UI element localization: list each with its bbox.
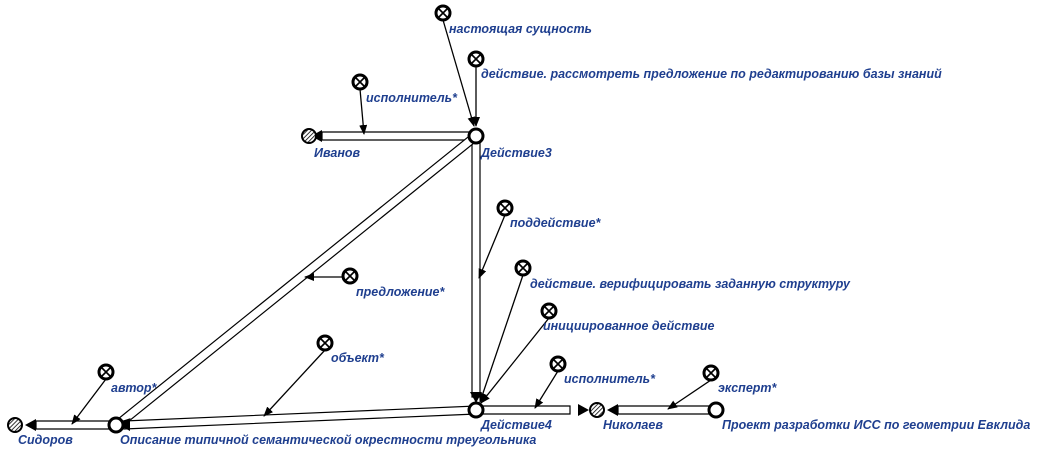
arc-deystvie4-nikolaev xyxy=(475,405,571,415)
labels: настоящая сущность действие. рассмотреть… xyxy=(18,22,1030,447)
role-node-rassmotret xyxy=(467,50,485,68)
arrowhead-sidorov xyxy=(25,419,36,431)
arc-deystvie4-opisanie xyxy=(123,405,477,430)
edge-obekt xyxy=(263,349,326,417)
arc-opisanie-sidorov xyxy=(35,420,115,430)
label-avtor: автор* xyxy=(111,381,158,395)
role-nodes xyxy=(97,4,720,382)
role-node-avtor xyxy=(97,363,115,381)
edge-nastoyashchaya xyxy=(442,19,476,127)
label-iniciirovannoe: инициированное действие xyxy=(543,319,715,333)
role-node-ispolnitel1 xyxy=(351,73,369,91)
arc-proekt-nikolaev xyxy=(617,405,717,415)
node-nikolaev xyxy=(589,402,605,418)
edge-verificirovat xyxy=(479,274,524,403)
arrowhead-deystvie4 xyxy=(470,392,482,403)
label-opisanie: Описание типичной семантической окрестно… xyxy=(120,433,536,447)
label-deystvie4: Действие4 xyxy=(480,418,552,432)
arc-deystvie3-opisanie xyxy=(117,132,480,426)
node-deystvie3 xyxy=(467,127,485,145)
arc-deystvie3-ivanov xyxy=(321,131,477,141)
label-ispolnitel1: исполнитель* xyxy=(366,91,458,105)
node-deystvie4 xyxy=(467,401,485,419)
role-node-verificirovat xyxy=(514,259,532,277)
node-opisanie xyxy=(107,416,125,434)
label-ivanov: Иванов xyxy=(314,146,361,160)
node-proekt xyxy=(707,401,725,419)
edge-ekspert xyxy=(667,379,712,410)
label-poddeystvie: поддействие* xyxy=(510,216,602,230)
edge-ispolnitel1 xyxy=(359,88,368,135)
arrowhead-nikolaev-right xyxy=(607,404,618,416)
label-deystvie3: Действие3 xyxy=(480,146,552,160)
label-predlozhenie: предложение* xyxy=(356,285,445,299)
role-node-obekt xyxy=(316,334,334,352)
arc-deystvie3-deystvie4 xyxy=(471,135,481,398)
role-node-poddeystvie xyxy=(496,199,514,217)
label-rassmotret: действие. рассмотреть предложение по ред… xyxy=(481,67,942,81)
arrowhead-nikolaev xyxy=(578,404,589,416)
label-obekt: объект* xyxy=(331,351,385,365)
role-node-ekspert xyxy=(702,364,720,382)
edge-ispolnitel2 xyxy=(534,370,559,409)
role-node-iniciirovannoe xyxy=(540,302,558,320)
label-proekt: Проект разработки ИСС по геометрии Евкли… xyxy=(722,418,1030,432)
role-node-nastoyashchaya xyxy=(434,4,452,22)
node-sidorov xyxy=(7,417,23,433)
label-sidorov: Сидоров xyxy=(18,433,73,447)
edge-poddeystvie xyxy=(478,214,506,279)
label-nastoyashchaya: настоящая сущность xyxy=(449,22,592,36)
role-node-ispolnitel2 xyxy=(549,355,567,373)
role-node-predlozhenie xyxy=(341,267,359,285)
label-ispolnitel2: исполнитель* xyxy=(564,372,656,386)
edge-avtor xyxy=(71,378,107,425)
node-ivanov xyxy=(301,128,317,144)
label-verificirovat: действие. верифицировать заданную структ… xyxy=(530,277,851,291)
label-ekspert: эксперт* xyxy=(718,381,778,395)
role-arrows xyxy=(71,19,712,425)
edge-iniciirovannoe xyxy=(480,317,550,404)
label-nikolaev: Николаев xyxy=(603,418,663,432)
entity-nodes xyxy=(7,127,725,434)
